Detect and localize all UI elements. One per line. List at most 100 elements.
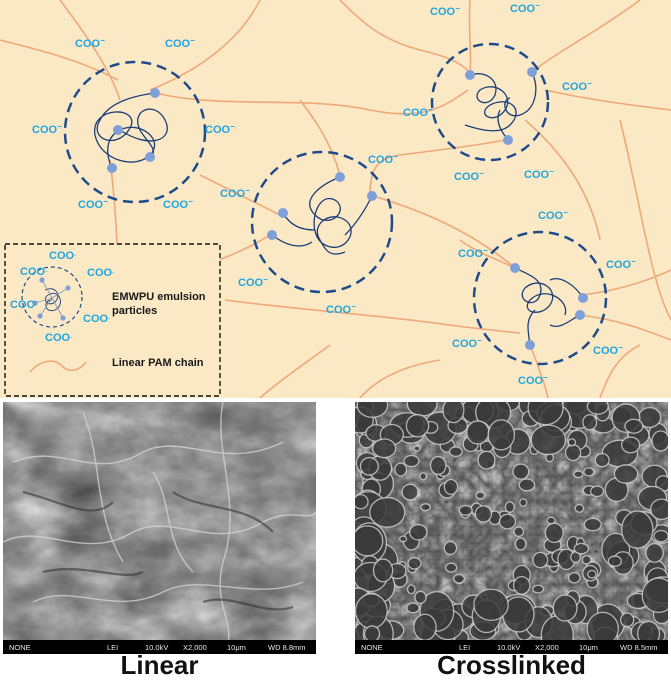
- pam-chain: [582, 269, 671, 296]
- pore-cells: [355, 402, 668, 654]
- node: [113, 125, 123, 135]
- pore: [574, 503, 585, 513]
- pore: [564, 444, 582, 462]
- pore: [590, 485, 605, 498]
- emwpu-particle: [250, 150, 394, 294]
- pore: [645, 542, 664, 563]
- pore: [512, 463, 530, 480]
- sem-voltage: 10.0kV: [497, 642, 521, 652]
- pore: [573, 542, 590, 555]
- pore: [532, 584, 545, 594]
- pore: [532, 551, 549, 569]
- particle-ring: [63, 60, 207, 204]
- carboxylate-label: COO−: [220, 186, 250, 200]
- node: [150, 88, 160, 98]
- node: [367, 191, 377, 201]
- node: [465, 70, 475, 80]
- pam-chain: [524, 119, 601, 241]
- pore: [399, 535, 408, 543]
- particle-ring: [472, 230, 608, 366]
- pore: [581, 554, 592, 565]
- sem-magnification: X2,000: [183, 642, 207, 652]
- legend-particle-label-2: particles: [112, 305, 157, 317]
- node: [107, 163, 117, 173]
- pam-chain: [529, 344, 549, 398]
- pam-chain: [259, 344, 331, 398]
- sem-mode: LEI: [107, 642, 119, 652]
- node: [503, 135, 513, 145]
- node: [267, 230, 277, 240]
- pore: [519, 498, 528, 507]
- carboxylate-label: COO−: [538, 208, 568, 222]
- node: [278, 208, 288, 218]
- carboxylate-label: COO−: [78, 197, 108, 211]
- carboxylate-label: COO−: [403, 105, 433, 119]
- sem-texture-crosslinked: [355, 402, 668, 654]
- legend-particle-label-1: EMWPU emulsion: [112, 291, 206, 303]
- pam-chain: [299, 99, 341, 176]
- sem-mode: LEI: [459, 642, 471, 652]
- pore: [473, 588, 509, 622]
- carboxylate-labels: COO− COO− COO− COO− COO− COO− COO− COO− COO− COO−…: [32, 1, 636, 387]
- pore: [546, 516, 556, 525]
- pam-chain: [59, 0, 121, 101]
- pore: [586, 402, 609, 415]
- pore: [429, 455, 447, 476]
- pore: [621, 510, 654, 549]
- pore: [474, 505, 493, 523]
- sem-scale: 10μm: [227, 642, 246, 652]
- sem-voltage: 10.0kV: [145, 642, 169, 652]
- pam-chain: [599, 344, 641, 398]
- pam-chain: [531, 0, 641, 73]
- pore: [443, 478, 459, 495]
- pore: [624, 418, 644, 434]
- pore: [445, 562, 458, 573]
- carboxylate-label: COO−: [163, 197, 193, 211]
- pore: [466, 420, 490, 445]
- sem-working-distance: WD 8.5mm: [620, 642, 658, 652]
- carboxylate-label: COO−: [205, 122, 235, 136]
- pore: [448, 446, 463, 458]
- pam-chains: [0, 0, 671, 398]
- carboxylate-label: COO−: [87, 267, 115, 279]
- pore: [407, 557, 422, 570]
- pore: [458, 504, 473, 516]
- pam-chain: [579, 314, 671, 341]
- pore: [355, 493, 369, 510]
- carboxylate-label: COO−: [32, 122, 62, 136]
- pore: [512, 575, 531, 595]
- carboxylate-label: COO−: [510, 1, 540, 15]
- pam-chain: [224, 299, 521, 334]
- pore: [582, 414, 598, 431]
- sem-detector: NONE: [9, 642, 31, 652]
- pore: [414, 590, 427, 605]
- carboxylate-label: COO−: [430, 4, 460, 18]
- carboxylate-label: COO−: [326, 302, 356, 316]
- node: [145, 152, 155, 162]
- pore: [583, 517, 602, 532]
- pore: [587, 569, 597, 579]
- pore: [413, 445, 421, 452]
- particle-ring: [250, 150, 394, 294]
- carboxylate-label: COO−: [45, 332, 73, 344]
- legend-particle-icon: [21, 266, 83, 328]
- node: [527, 67, 537, 77]
- carboxylate-label: COO−: [524, 167, 554, 181]
- pore: [613, 464, 639, 484]
- node: [335, 172, 345, 182]
- pore: [442, 402, 465, 424]
- pam-chain: [0, 39, 119, 81]
- caption-crosslinked: Crosslinked: [437, 650, 586, 680]
- pore: [498, 513, 517, 530]
- sem-info-bar-crosslinked: NONE LEI 10.0kV X2,000 10μm WD 8.5mm: [355, 640, 668, 654]
- node: [578, 293, 588, 303]
- pore: [567, 438, 577, 447]
- pore: [394, 462, 408, 477]
- pore: [514, 537, 527, 551]
- pore: [650, 498, 668, 521]
- pore: [641, 577, 668, 614]
- pore: [369, 496, 406, 528]
- pore: [452, 573, 466, 584]
- pore: [419, 472, 428, 481]
- pore: [583, 467, 595, 477]
